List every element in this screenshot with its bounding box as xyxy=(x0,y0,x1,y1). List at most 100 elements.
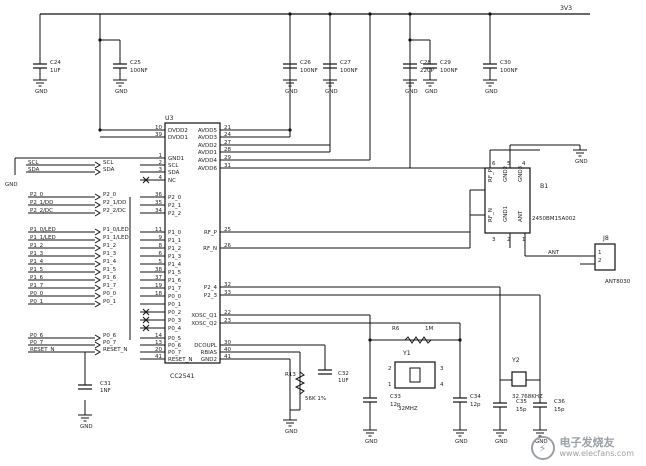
crystal-value: 32MHZ xyxy=(398,406,418,412)
junction-dot xyxy=(288,12,292,16)
net-label: P1_6 xyxy=(30,275,44,281)
junction-dot xyxy=(368,12,372,16)
gnd-label: GND xyxy=(325,89,338,95)
watermark: ⚡ 电子发烧友 www.elecfans.com xyxy=(530,436,634,460)
junction-dot xyxy=(408,38,412,42)
bus-label: P1_4 xyxy=(103,259,117,265)
junction-dot xyxy=(98,38,102,42)
junction-dot xyxy=(288,128,292,132)
ic-pin-number: 11 xyxy=(155,227,162,233)
ic-pin-number: 1 xyxy=(159,153,163,159)
ic-pin-number: 6 xyxy=(159,251,163,257)
ic-pin-name: AVDD4 xyxy=(198,158,218,164)
connector-arrow xyxy=(94,300,101,308)
ic-pin-number: 29 xyxy=(224,155,231,161)
balun-pin: RF_P xyxy=(488,168,494,182)
capacitor-value: 12p xyxy=(390,402,401,408)
ic-pin-number: 39 xyxy=(155,132,162,138)
ic-pin-number: 8 xyxy=(159,243,163,249)
ic-pin-number: 26 xyxy=(224,243,231,249)
schematic-elements: C241UFGNDC25100NFGNDC26100NFGNDC27100NFG… xyxy=(26,12,631,445)
crystal-ref: Y1 xyxy=(402,350,411,357)
balun-pin-number: 2 xyxy=(507,237,511,243)
net-label: P0_1 xyxy=(30,299,43,305)
bus-label: P2_0 xyxy=(103,192,117,198)
ic-pin-number: 2 xyxy=(159,160,163,166)
ic-pin-name: P0_6 xyxy=(168,343,182,349)
power-rail-label: 3V3 xyxy=(560,5,572,12)
balun-pin-number: 4 xyxy=(522,161,526,167)
ic-pin-name: DCOUPL xyxy=(194,343,218,349)
bus-label: P0_6 xyxy=(103,333,117,339)
ic-pin-name: SDA xyxy=(168,170,180,176)
capacitor-ref: C25 xyxy=(130,60,141,66)
capacitor-ref: C35 xyxy=(516,399,527,405)
bus-label: P1_0/LED xyxy=(103,227,129,233)
gnd-label: GND xyxy=(35,89,48,95)
ic-pin-number: 19 xyxy=(155,283,162,289)
antenna-pin: 2 xyxy=(598,258,602,264)
ic-pin-name: DVDD2 xyxy=(168,128,188,134)
ic-pin-number: 20 xyxy=(155,347,162,353)
crystal-element xyxy=(409,367,421,383)
net-label: P1_7 xyxy=(30,283,44,289)
crystal-ref: Y2 xyxy=(511,357,520,364)
ic-pin-name: P0_5 xyxy=(168,336,182,342)
antenna-part: ANT8030 xyxy=(605,279,631,285)
connector-arrow xyxy=(94,244,101,252)
connector-arrow xyxy=(94,268,101,276)
capacitor-ref: C34 xyxy=(470,394,481,400)
capacitor-value: 1NF xyxy=(100,388,111,394)
junction-dot xyxy=(458,338,462,342)
ic-pin-number: 40 xyxy=(224,347,231,353)
ic-pin-name: SCL xyxy=(168,163,179,169)
capacitor-value: 1UF xyxy=(50,68,61,74)
net-label: P1_0/LED xyxy=(30,227,56,233)
capacitor-ref: C36 xyxy=(554,399,565,405)
bus-label: RESET_N xyxy=(103,347,128,353)
capacitor-value: 1UF xyxy=(338,378,349,384)
bus-label: P0_0 xyxy=(103,291,117,297)
watermark-title: 电子发烧友 xyxy=(559,436,615,449)
net-label: P2_2/DC xyxy=(30,208,53,214)
ic-pin-number: 18 xyxy=(155,291,162,297)
bus-label: P1_7 xyxy=(103,283,117,289)
ic-pin-number: 13 xyxy=(155,340,162,346)
ic-pin-name: P1_1 xyxy=(168,238,181,244)
ic-pin-number: 34 xyxy=(155,208,162,214)
net-label: P1_5 xyxy=(30,267,44,273)
connector-arrow xyxy=(94,260,101,268)
net-label: RESET_N xyxy=(30,347,55,353)
resistor-ref: R6 xyxy=(392,326,400,332)
ic-pin-number: 3 xyxy=(159,167,163,173)
crystal-pin: 4 xyxy=(440,382,444,388)
connector-arrow xyxy=(94,201,101,209)
bus-label: P0_1 xyxy=(103,299,116,305)
gnd-label: GND xyxy=(405,89,418,95)
ic-pin-number: 30 xyxy=(224,340,231,346)
junction-dot xyxy=(408,12,412,16)
ic-pin-number: 22 xyxy=(224,310,231,316)
capacitor-ref: C27 xyxy=(340,60,351,66)
balun-pin-number: 5 xyxy=(507,161,511,167)
antenna-net: ANT xyxy=(548,250,560,256)
antenna-ref: J8 xyxy=(602,235,609,242)
ic-pin-name: DVDD1 xyxy=(168,135,188,141)
ic-pin-name: P2_2 xyxy=(168,211,181,217)
ic-pin-name: AVDD6 xyxy=(198,166,218,172)
ic-pin-name: P0_7 xyxy=(168,350,182,356)
capacitor-ref: C24 xyxy=(50,60,61,66)
resistor-ref: R13 xyxy=(285,372,296,378)
ic-pin-name: NC xyxy=(168,178,176,184)
balun-pin: RF_N xyxy=(488,208,494,222)
ic-pin-name: P2_0 xyxy=(168,195,182,201)
resistor xyxy=(294,371,306,395)
ic-pin-name: AVDD2 xyxy=(198,143,217,149)
capacitor-value: 220P xyxy=(420,68,434,74)
connector-arrow xyxy=(94,228,101,236)
balun-pin: GND1 xyxy=(503,206,509,222)
ic-pin-name: P1_0 xyxy=(168,230,182,236)
connector-arrow xyxy=(94,161,101,169)
balun-part: 2450BM15A002 xyxy=(532,216,576,222)
resistor-value: 56K 1% xyxy=(305,396,326,402)
